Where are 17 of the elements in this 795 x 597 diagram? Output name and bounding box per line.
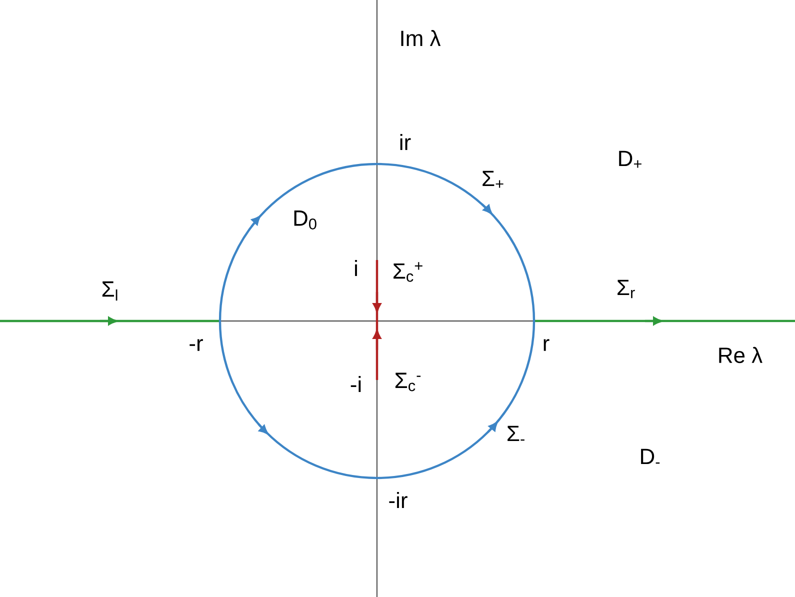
math-label: r — [544, 339, 550, 351]
math-label: Σ$_{r}$ — [618, 280, 635, 298]
math-label: -r — [190, 339, 203, 351]
math-label: Re λ — [719, 346, 762, 364]
math-label: D$_{-}$ — [641, 448, 660, 464]
math-label: i — [355, 260, 357, 276]
math-label: ir — [400, 134, 411, 150]
math-label: -i — [350, 376, 361, 392]
math-label: Im λ — [401, 30, 441, 46]
math-label: Σ$_{c}$+ — [394, 262, 422, 282]
math-label: D$_{+}$ — [619, 150, 642, 168]
math-label: Σ$_{-}$ — [508, 426, 524, 442]
math-label: -ir — [389, 492, 408, 508]
math-label: Σ$_{+}$ — [482, 170, 504, 188]
math-label: D$_{0}$ — [294, 210, 316, 230]
math-label: Σ$_{l}$ — [102, 281, 118, 301]
math-label: Σ$_{c}$- — [395, 372, 421, 392]
